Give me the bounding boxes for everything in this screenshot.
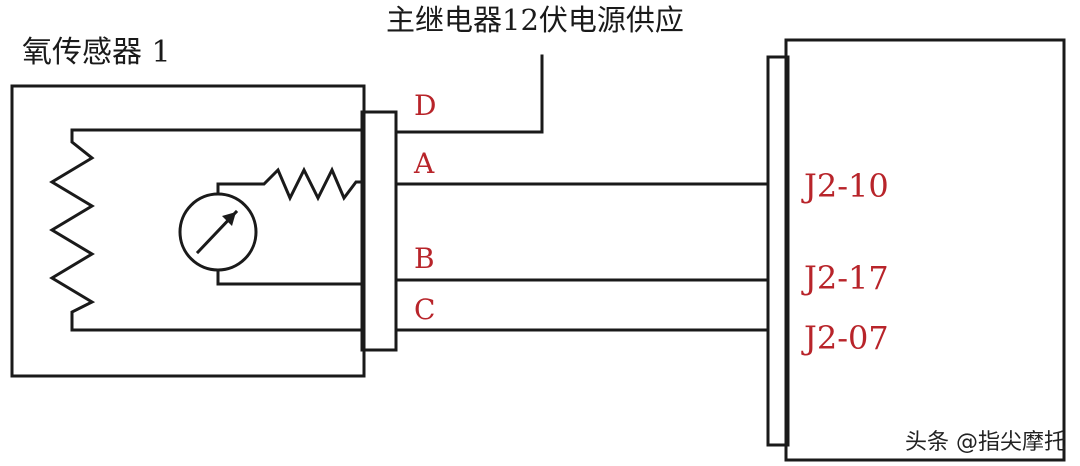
terminal-label-j2-07: J2-07 [804,319,889,357]
sensor-title: 氧传感器 1 [22,35,171,70]
sensor-return-wire [216,266,366,286]
pin-label-c: C [414,293,436,326]
pin-label-b: B [414,242,435,275]
pin-label-a: A [414,147,435,180]
supply-label: 主继电器12伏电源供应 [386,3,684,37]
sensor-connector [360,110,398,352]
sensor-housing [10,84,366,378]
pin-label-d: D [414,89,437,122]
wire-d-supply [394,54,544,134]
heater-element [49,128,366,332]
terminal-label-j2-17: J2-17 [804,259,889,297]
terminal-label-j2-10: J2-10 [804,167,889,205]
ecu-connector [766,55,790,447]
meter-arrowhead [222,212,236,226]
watermark: 头条 @指尖摩托 [905,430,1066,455]
ecu-box [784,38,1066,462]
sensor-resistor [216,166,364,234]
